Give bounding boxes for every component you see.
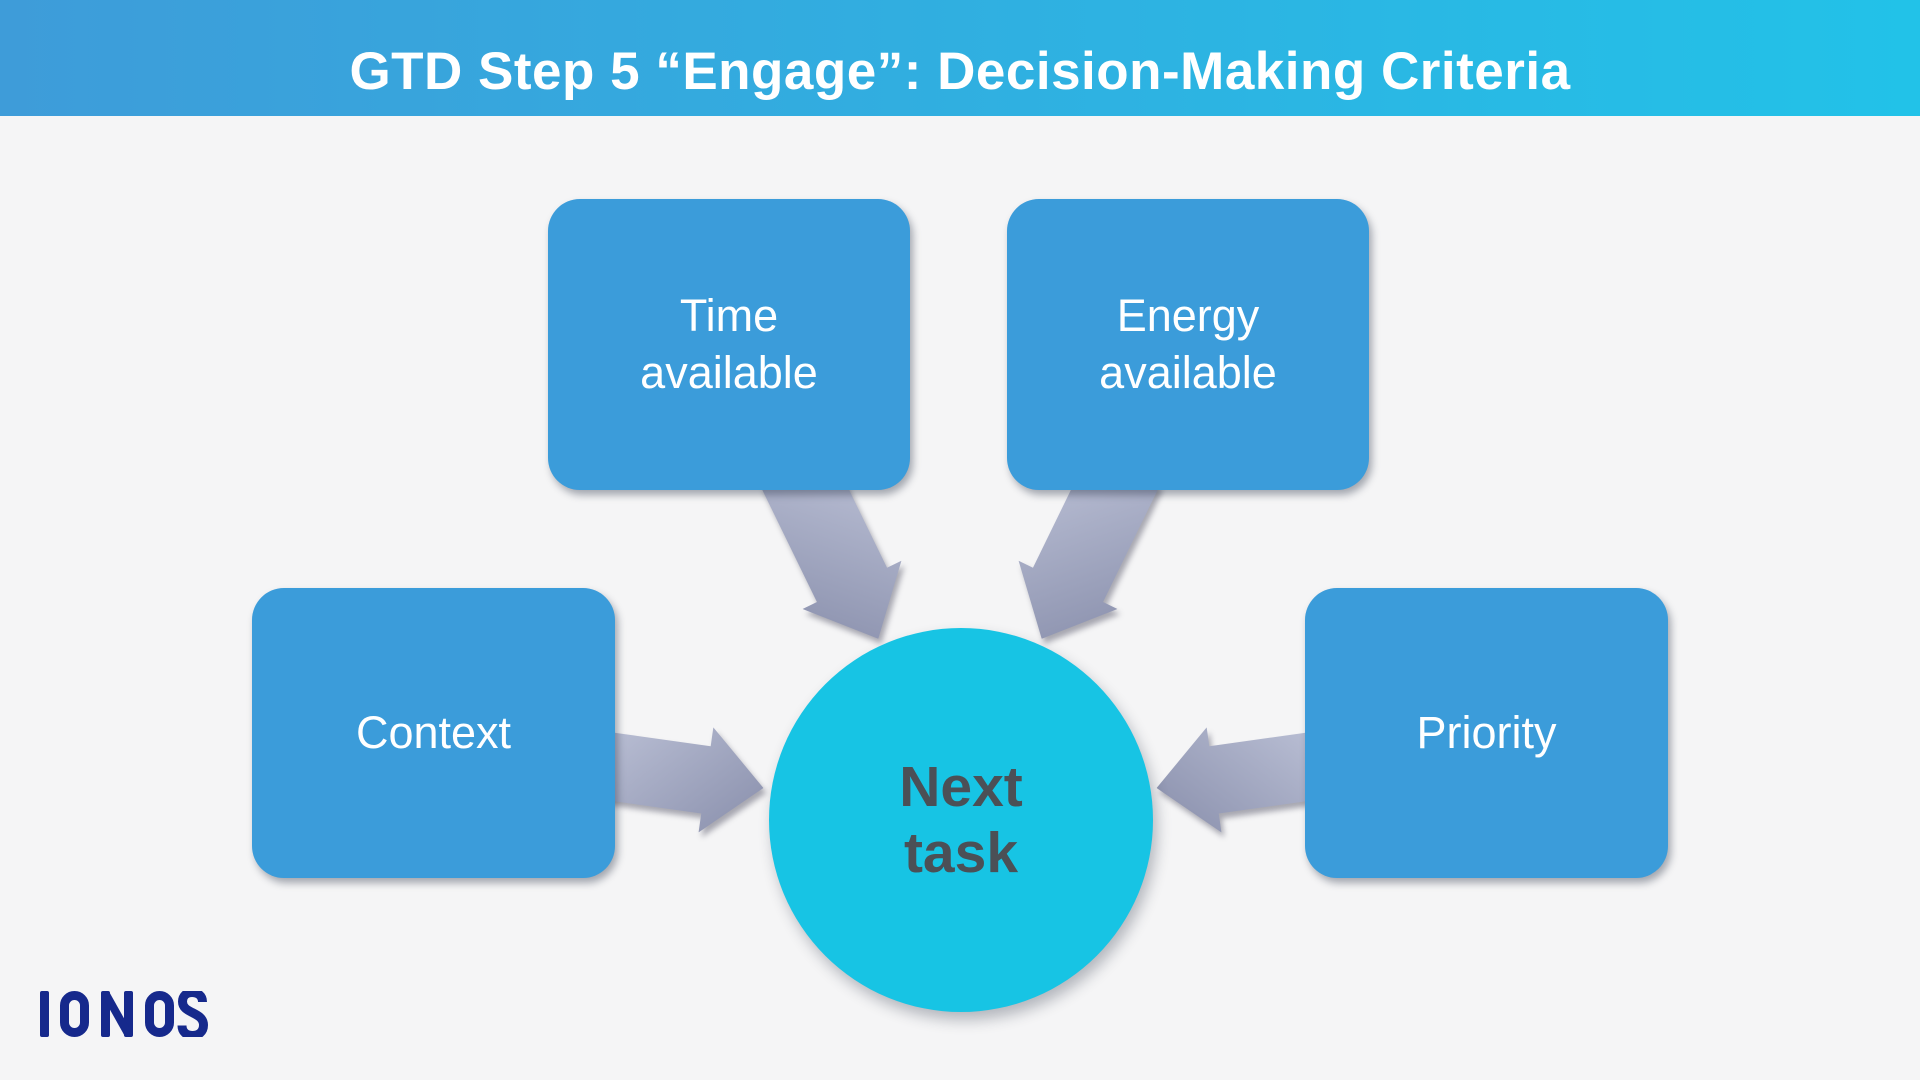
factor-label: Time available — [640, 289, 818, 398]
arrow-context-to-center — [600, 712, 765, 818]
factor-box-time: Time available — [548, 199, 910, 490]
ionos-logo-icon — [40, 991, 208, 1037]
ionos-logo: IONOS — [40, 991, 208, 1037]
factor-box-energy: Energy available — [1007, 199, 1369, 490]
arrow-shape — [1149, 713, 1327, 841]
page-title: GTD Step 5 “Engage”: Decision-Making Cri… — [349, 41, 1571, 101]
header-banner: GTD Step 5 “Engage”: Decision-Making Cri… — [0, 0, 1920, 116]
factor-label: Context — [355, 706, 512, 758]
factor-label: Energy available — [1099, 289, 1277, 398]
arrow-shape — [593, 713, 771, 841]
factor-label: Priority — [1416, 706, 1557, 758]
center-label: Next task — [899, 754, 1023, 885]
factor-box-priority: Priority — [1305, 588, 1668, 878]
factor-box-context: Context — [252, 588, 615, 878]
center-circle: Next task — [769, 628, 1153, 1012]
